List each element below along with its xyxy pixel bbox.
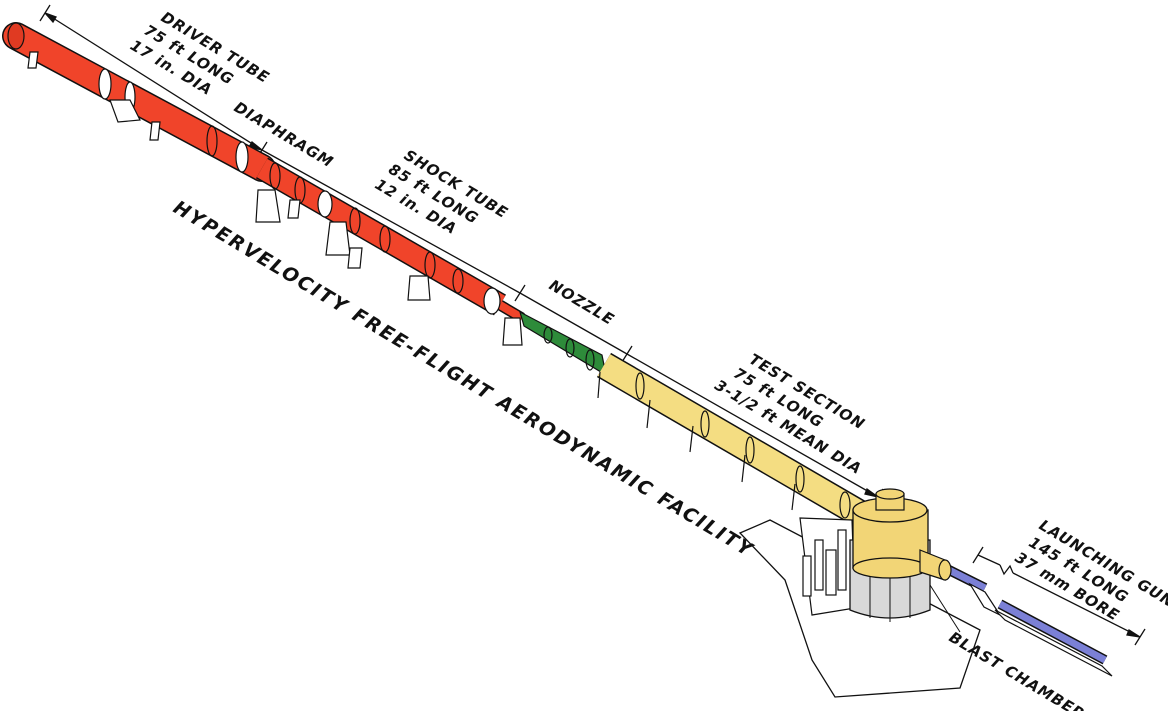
test-section	[596, 352, 870, 528]
launching-gun-dimension-line-b	[1012, 572, 1141, 638]
launching-gun-dimension-line-a	[977, 554, 1001, 566]
nozzle-label: NOZZLE	[546, 276, 618, 329]
support-stands	[27, 51, 796, 511]
label-nozzle: NOZZLE	[546, 276, 618, 329]
nozzle-dimension-line	[519, 292, 628, 355]
shock-tube-dimension-line	[261, 149, 521, 294]
driver-tube	[2, 22, 276, 182]
launching-gun	[942, 563, 1113, 677]
facility-title: HYPERVELOCITY FREE-FLIGHT AERODYNAMIC FA…	[169, 196, 757, 561]
break-symbol	[999, 564, 1014, 576]
driver-tube-dimension-line	[44, 12, 263, 151]
blast-chamber	[849, 488, 961, 633]
test-section-dimension-line	[626, 353, 879, 498]
dimension-lines	[39, 4, 1146, 646]
facility-title-text: HYPERVELOCITY FREE-FLIGHT AERODYNAMIC FA…	[169, 196, 757, 561]
shock-tube	[256, 157, 525, 323]
